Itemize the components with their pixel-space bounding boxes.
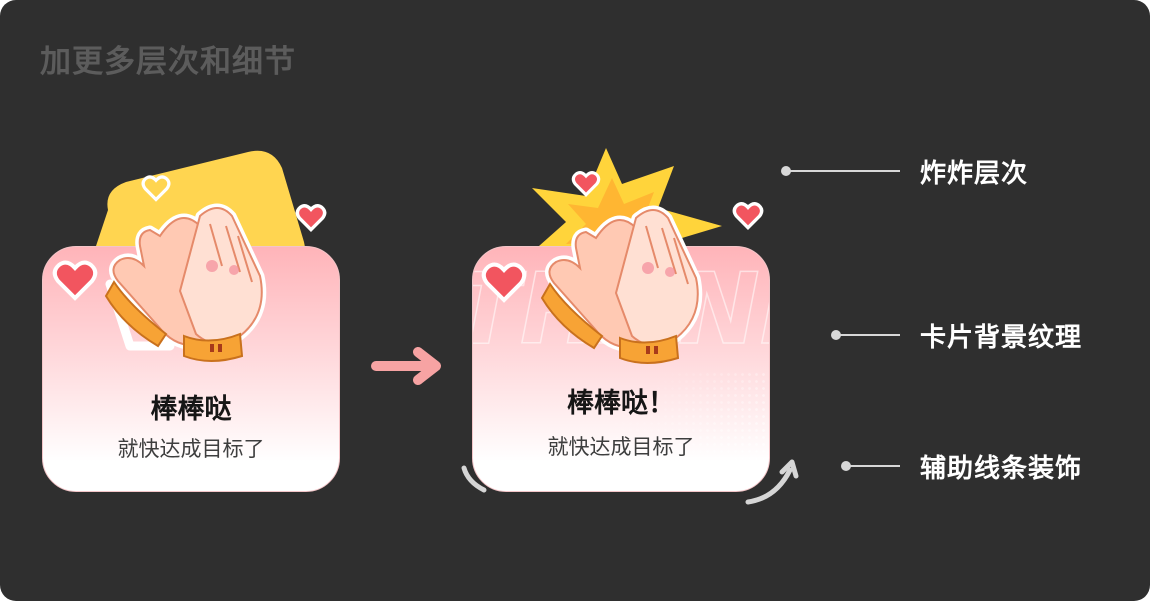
dot-pattern (599, 371, 769, 491)
card-after-subtitle: 就快达成目标了 (547, 435, 695, 459)
heart-icon (571, 171, 601, 197)
annotation-lines-label: 辅助线条装饰 (920, 454, 1083, 484)
annotation-texture-label: 卡片背景纹理 (920, 323, 1083, 353)
annotation-1-dot (781, 166, 791, 176)
heart-icon (732, 202, 764, 231)
clapping-hands-icon (104, 203, 267, 362)
heart-icon (52, 260, 98, 301)
card-before: 棒棒哒 就快达成目标了 (42, 246, 340, 492)
annotation-3-line (850, 465, 900, 467)
annotation-2-line (840, 334, 900, 336)
decorative-stroke-right (745, 459, 799, 505)
clapping-hands-icon (540, 205, 703, 364)
card-before-title: 棒棒哒 (150, 394, 232, 425)
decorative-stroke-left (461, 465, 487, 493)
heart-icon (141, 175, 171, 202)
page-title: 加更多层次和细节 (40, 44, 296, 80)
annotation-1-line (790, 170, 900, 172)
arrow-right-icon (371, 347, 441, 385)
heart-icon (295, 204, 327, 233)
card-after-title: 棒棒哒！ (567, 388, 675, 419)
heart-icon (481, 262, 527, 303)
annotation-burst-label: 炸炸层次 (920, 159, 1029, 189)
annotation-2-dot (831, 330, 841, 340)
annotation-3-dot (841, 461, 851, 471)
card-before-subtitle: 就快达成目标了 (117, 437, 265, 461)
